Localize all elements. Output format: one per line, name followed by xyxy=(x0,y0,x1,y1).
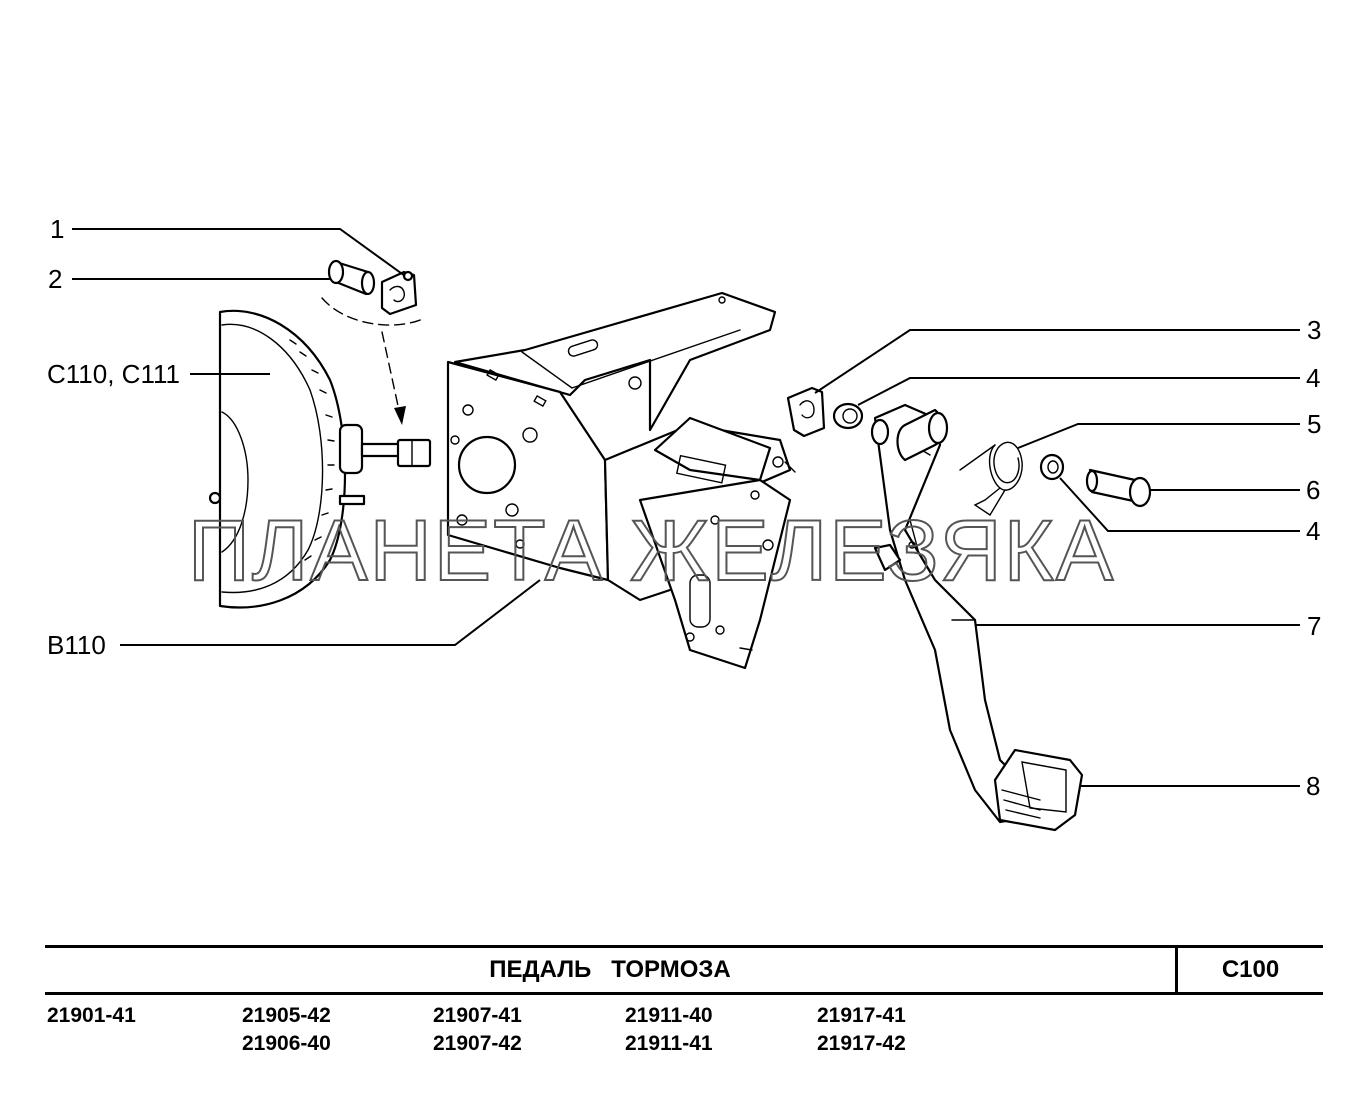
model-code: 21901-41 xyxy=(47,1004,136,1027)
callout-4-lower: 4 xyxy=(1306,516,1320,546)
callout-1: 1 xyxy=(50,214,64,244)
watermark-text: ПЛАНЕТА ЖЕЛЕЗЯКА xyxy=(188,503,1115,599)
sheet-title: ПЕДАЛЬ ТОРМОЗА xyxy=(489,956,731,983)
title-block: ПЕДАЛЬ ТОРМОЗА C100 xyxy=(45,945,1323,995)
brake-pedal-diagram: ПЛАНЕТА ЖЕЛЕЗЯКА 1 2 C110, C111 B110 3 4… xyxy=(47,214,1321,832)
brake-booster xyxy=(208,309,432,609)
callout-3: 3 xyxy=(1307,315,1321,345)
pedal-bracket xyxy=(446,291,796,670)
pin-part-2 xyxy=(327,259,376,296)
clip-part-1 xyxy=(380,270,418,316)
model-code: 21905-42 xyxy=(242,1004,331,1027)
sheet-code: C100 xyxy=(1221,956,1280,983)
model-code: 21911-41 xyxy=(625,1032,713,1055)
callout-booster: C110, C111 xyxy=(47,359,180,389)
bushing-part-4-upper xyxy=(832,402,864,430)
model-code: 21917-41 xyxy=(817,1004,906,1027)
model-code: 21917-42 xyxy=(817,1032,906,1055)
pedal-pad-part-8 xyxy=(993,748,1084,832)
callout-4-upper: 4 xyxy=(1306,363,1320,393)
axle-pin-part-6 xyxy=(1085,468,1152,508)
model-code: 21906-40 xyxy=(242,1032,331,1055)
model-code: 21911-40 xyxy=(625,1004,713,1027)
callout-7: 7 xyxy=(1307,611,1321,641)
spring-part-5 xyxy=(959,441,1023,516)
callout-2: 2 xyxy=(48,264,62,294)
model-code: 21907-42 xyxy=(433,1032,522,1055)
callout-6: 6 xyxy=(1306,475,1320,505)
leader-lines xyxy=(72,228,1300,787)
callout-5: 5 xyxy=(1307,409,1321,439)
callout-bracket: B110 xyxy=(47,630,106,660)
callout-8: 8 xyxy=(1306,771,1320,801)
model-code: 21907-41 xyxy=(433,1004,522,1027)
washer-part-4-lower xyxy=(1039,453,1065,481)
title-divider xyxy=(1175,948,1178,992)
clip-part-3 xyxy=(786,386,826,438)
